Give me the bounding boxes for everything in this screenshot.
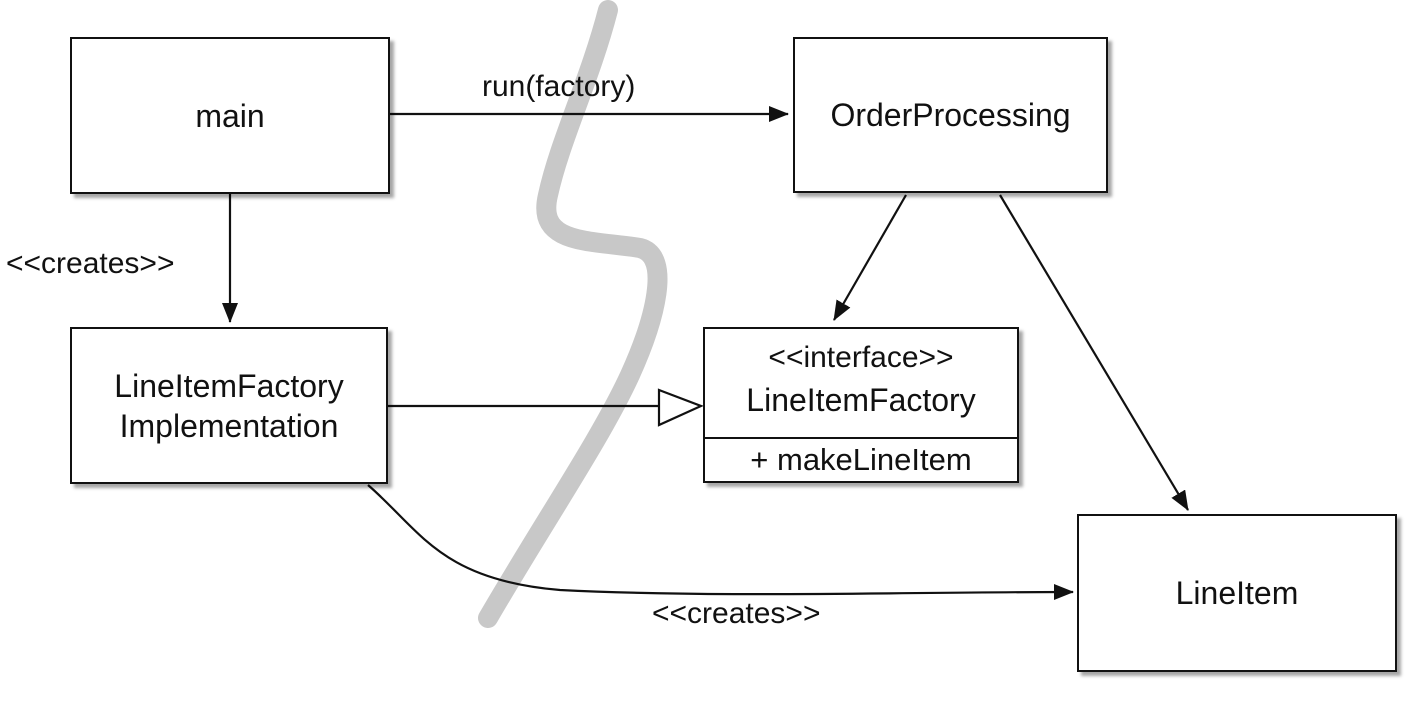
factory-implementation-line1: LineItemFactory <box>114 367 344 404</box>
line-item-label: LineItem <box>1175 575 1299 611</box>
order-processing-box: OrderProcessing <box>793 37 1108 193</box>
uses-factory-arrow <box>833 194 907 321</box>
factory-implementation-line2: Implementation <box>119 407 339 444</box>
interface-method: + makeLineItem <box>750 442 972 477</box>
creates-lineitem-label: <<creates>> <box>652 597 821 630</box>
main-label: main <box>195 97 265 134</box>
uses-lineitem-arrow <box>999 194 1189 511</box>
boundary-squiggle <box>478 0 668 628</box>
interface-name: LineItemFactory <box>746 382 976 418</box>
interface-header: <<interface>> LineItemFactory <box>705 329 1017 439</box>
factory-implementation-box: LineItemFactory Implementation <box>70 327 388 484</box>
order-processing-label: OrderProcessing <box>830 97 1071 133</box>
interface-stereotype: <<interface>> <box>768 341 954 374</box>
creates-lineitem-arrow <box>367 484 1074 601</box>
line-item-box: LineItem <box>1077 514 1397 672</box>
line-item-factory-interface-box: <<interface>> LineItemFactory + makeLine… <box>703 327 1019 483</box>
realization-triangle <box>657 388 704 427</box>
creates-impl-label: <<creates>> <box>6 247 175 280</box>
main-box: main <box>70 37 390 194</box>
run-factory-label: run(factory) <box>482 70 636 103</box>
